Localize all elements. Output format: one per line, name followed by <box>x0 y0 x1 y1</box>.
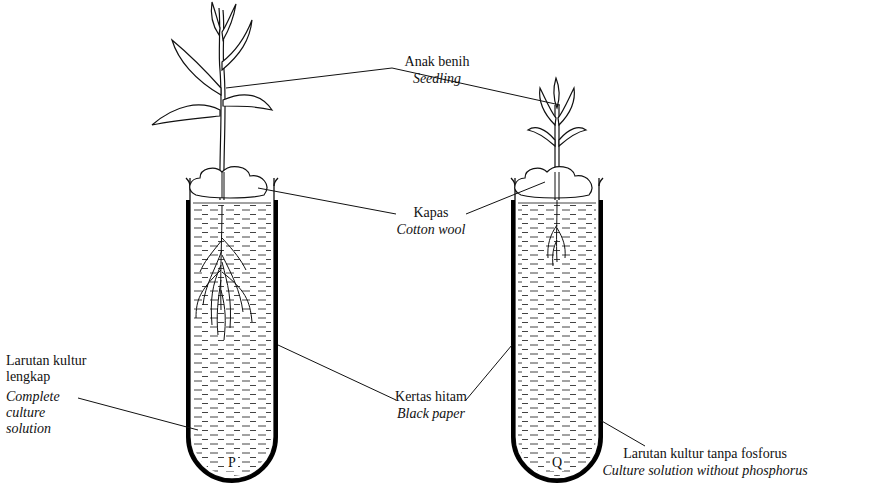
seedling <box>152 2 272 200</box>
label: Culture solution without phosphorus <box>602 463 807 479</box>
cotton-wool <box>515 167 592 198</box>
cotton-wool <box>190 167 267 198</box>
test-tube <box>515 178 599 479</box>
label: Complete culture solution <box>6 389 86 437</box>
label: P <box>226 455 238 471</box>
label: Seedling <box>413 71 461 87</box>
label: Anak benih <box>405 54 470 70</box>
label: Kapas <box>414 205 449 221</box>
label: Larutan kultur tanpa fosforus <box>623 446 787 462</box>
roots <box>196 205 252 340</box>
culture-solution <box>515 205 600 483</box>
label: Cotton wool <box>397 222 466 238</box>
label: Larutan kultur lengkap <box>6 353 98 385</box>
culture-solution <box>190 205 275 483</box>
black-paper <box>513 200 601 481</box>
black-paper <box>188 200 276 481</box>
test-tube <box>190 178 274 479</box>
label: Kertas hitam <box>395 389 467 405</box>
leader-line <box>78 68 645 446</box>
roots <box>548 200 565 266</box>
label: Q <box>550 455 564 471</box>
label: Black paper <box>397 406 465 422</box>
